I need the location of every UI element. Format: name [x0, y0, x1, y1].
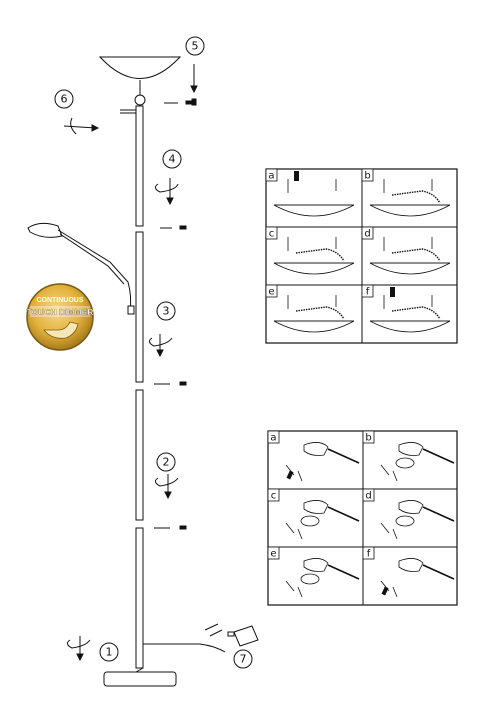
cell-letter: e	[270, 549, 276, 560]
arm-cell-a: a	[267, 430, 360, 482]
badge-line1: CONTINUOUS	[36, 297, 83, 304]
cell-letter: b	[365, 433, 371, 444]
cell-letter: a	[270, 433, 276, 444]
step-label: 1	[106, 646, 113, 659]
step-label: 3	[163, 305, 170, 318]
assembly-arrows	[63, 64, 198, 662]
arm-cell-e: e	[267, 546, 360, 598]
cell-letter: c	[269, 229, 275, 240]
step-label: 4	[169, 153, 176, 166]
shade-cell-f: f	[361, 284, 451, 333]
step-label: 7	[240, 653, 247, 666]
tube-top	[135, 105, 144, 227]
step-1: 1	[99, 642, 119, 662]
shade-install-panel: a b c d e f	[265, 168, 458, 344]
arm-cell-f: f	[362, 546, 455, 598]
tube-lower	[135, 389, 144, 521]
step-2: 2	[156, 452, 176, 472]
shade-cell-b: b	[361, 168, 451, 217]
reading-arm	[27, 222, 135, 315]
lamp-base	[103, 671, 177, 687]
arm-install-panel: a b c d e f	[267, 430, 458, 606]
arm-cell-d: d	[362, 488, 455, 540]
step-5: 5	[185, 36, 205, 56]
arm-cell-c: c	[267, 488, 360, 540]
cell-letter: c	[271, 491, 277, 502]
shade-cell-a: a	[265, 168, 355, 217]
cell-letter: f	[367, 549, 371, 560]
cell-letter: d	[365, 491, 371, 502]
top-joint	[134, 94, 146, 106]
step-3: 3	[156, 301, 176, 321]
shade-cell-c: c	[265, 226, 355, 275]
cell-letter: e	[268, 287, 274, 298]
uplight-bowl	[98, 56, 182, 79]
shade-cell-e: e	[265, 284, 355, 333]
step-4: 4	[162, 149, 182, 169]
reading-head	[27, 222, 63, 238]
hand-icon	[43, 321, 79, 339]
power-cable	[143, 643, 226, 653]
cell-letter: d	[364, 229, 370, 240]
step-6: 6	[54, 89, 74, 109]
step-label: 6	[61, 93, 68, 106]
cell-letter: b	[364, 171, 370, 182]
tube-upper	[135, 231, 144, 383]
cell-letter: f	[366, 287, 370, 298]
arm-cell-b: b	[362, 430, 455, 482]
floor-lamp	[98, 56, 226, 687]
badge-line2: TOUCH DIMMER	[27, 307, 94, 317]
step-7: 7	[233, 649, 253, 669]
step-label: 2	[163, 456, 170, 469]
shade-cell-d: d	[361, 226, 451, 275]
touch-dimmer-badge: CONTINUOUS TOUCH DIMMER	[26, 283, 94, 351]
step-label: 5	[192, 40, 199, 53]
cell-letter: a	[268, 171, 274, 182]
tube-bottom	[135, 527, 144, 669]
power-adapter	[204, 623, 259, 647]
